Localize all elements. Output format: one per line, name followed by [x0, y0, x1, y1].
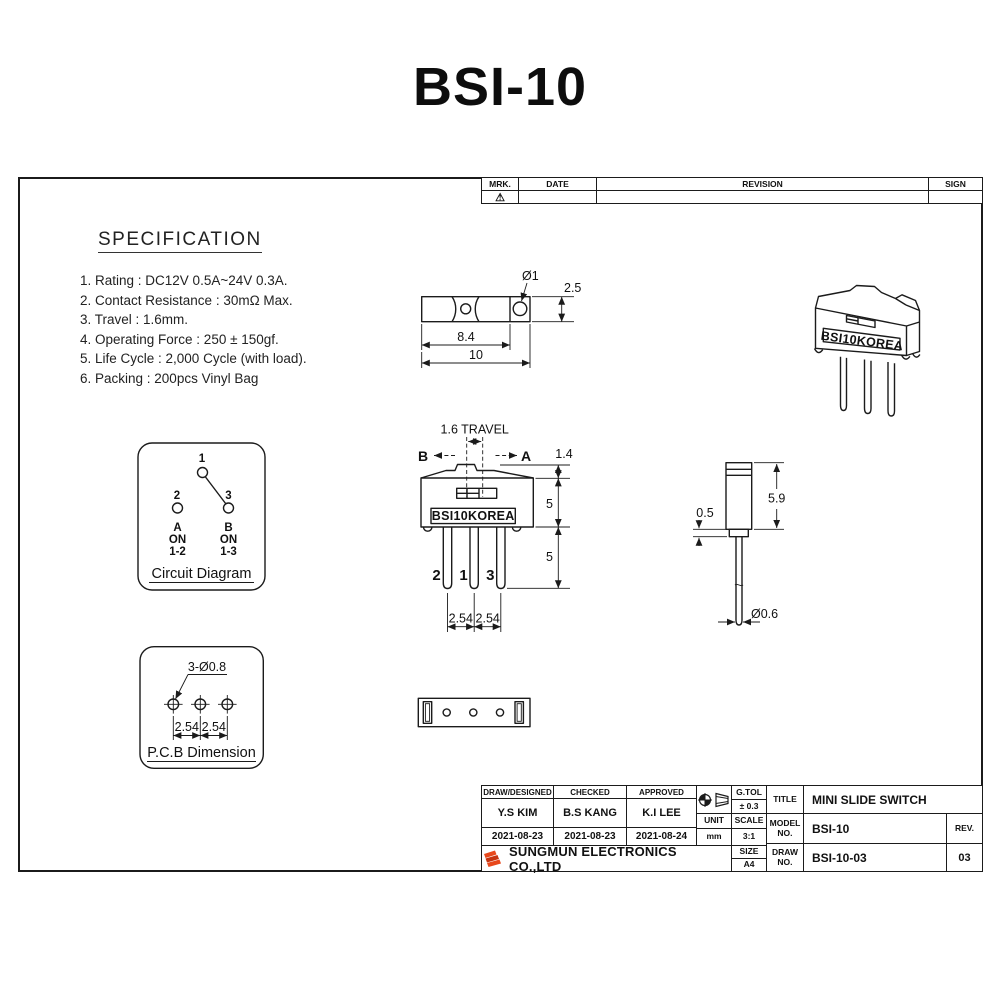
label-draw-no: DRAW NO. — [766, 843, 804, 872]
value-size: A4 — [731, 858, 767, 872]
terminal-2-label: 2 — [174, 490, 180, 502]
projection-symbol-icon — [698, 792, 729, 807]
revision-table: MRK. DATE REVISION SIGN ⚠ — [481, 177, 983, 204]
dim-body-height: 5 — [546, 497, 553, 511]
revision-mark-symbol: ⚠ — [481, 190, 519, 204]
pin-label-1: 1 — [459, 567, 467, 584]
pos-a-contacts: 1-2 — [169, 546, 186, 558]
dim-travel: 1.6 TRAVEL — [441, 423, 509, 437]
spec-item: 5. Life Cycle : 2,000 Cycle (with load). — [80, 351, 307, 366]
dim-boss-height: 0.5 — [696, 506, 713, 520]
label-size: SIZE — [731, 845, 767, 859]
label-direction-a: A — [521, 448, 531, 464]
name-checked: B.S KANG — [553, 798, 627, 828]
spec-item: 6. Packing : 200pcs Vinyl Bag — [80, 370, 259, 386]
value-draw-no: BSI-10-03 — [803, 843, 947, 872]
value-rev: 03 — [946, 843, 983, 872]
revision-header-revision: REVISION — [596, 177, 929, 191]
label-scale: SCALE — [731, 813, 767, 829]
pos-b-on: ON — [220, 534, 237, 546]
spec-item: 4. Operating Force : 250 ± 150gf. — [80, 331, 279, 347]
label-unit: UNIT — [696, 813, 732, 829]
spec-item: 3. Travel : 1.6mm. — [80, 312, 189, 327]
dim-side-height: 5.9 — [768, 492, 785, 506]
dim-top-inner-width: 8.4 — [457, 330, 474, 344]
value-unit: mm — [696, 828, 732, 846]
company-logo — [484, 850, 501, 867]
revision-date-cell — [518, 190, 597, 204]
title-block: DRAW/DESIGNED CHECKED APPROVED Y.S KIM B… — [481, 785, 983, 874]
dim-top-height: 2.5 — [564, 281, 581, 295]
page-title: BSI-10 — [412, 57, 588, 117]
top-view-drawing: Ø1 2.5 8.4 10 — [421, 269, 581, 368]
bottom-view-drawing — [417, 697, 531, 728]
label-direction-b: B — [418, 448, 428, 464]
company-cell: SUNGMUN ELECTRONICS CO.,LTD — [481, 843, 732, 874]
label-draw-designed: DRAW/DESIGNED — [481, 785, 554, 799]
dim-pitch-right: 2.54 — [476, 612, 500, 626]
company-name: SUNGMUN ELECTRONICS CO.,LTD — [509, 843, 677, 874]
label-checked: CHECKED — [553, 785, 627, 799]
specification-section: SPECIFICATION 1. Rating : DC12V 0.5A~24V… — [80, 229, 420, 388]
revision-header-date: DATE — [518, 177, 597, 191]
pos-b-letter: B — [224, 522, 232, 534]
dim-top-total-width: 10 — [469, 348, 483, 362]
pcb-hole-callout: 3-Ø0.8 — [188, 660, 226, 674]
value-title: MINI SLIDE SWITCH — [803, 785, 983, 814]
pcb-dimension-box: 3-Ø0.8 2.54 2.54 P.C.B Dimension — [139, 646, 265, 770]
dim-pin-dia: Ø0.6 — [751, 607, 778, 621]
label-title: TITLE — [766, 785, 804, 814]
revision-header-mrk: MRK. — [481, 177, 519, 191]
dim-pin-length: 5 — [546, 550, 553, 564]
revision-text-cell — [596, 190, 929, 204]
circuit-caption: Circuit Diagram — [152, 566, 252, 582]
pin-label-3: 3 — [486, 567, 494, 584]
value-model-no: BSI-10 — [803, 813, 947, 844]
pos-a-on: ON — [169, 534, 186, 546]
name-draw-designed: Y.S KIM — [481, 798, 554, 828]
terminal-3-label: 3 — [225, 490, 231, 502]
value-scale: 3:1 — [731, 828, 767, 846]
pcb-pitch-left: 2.54 — [175, 720, 199, 734]
label-gtol: G.TOL — [731, 785, 767, 800]
specification-heading: SPECIFICATION — [98, 229, 262, 253]
label-approved: APPROVED — [626, 785, 697, 799]
projection-symbol-cell — [696, 785, 732, 814]
pos-a-letter: A — [173, 522, 181, 534]
revision-sign-cell — [928, 190, 983, 204]
dim-knob-height: 1.4 — [555, 447, 572, 461]
drawing-frame: MRK. DATE REVISION SIGN ⚠ SPECIFICATION … — [18, 177, 983, 874]
front-view-drawing: 1.6 TRAVEL B A BSI10KOREA — [418, 423, 573, 632]
circuit-diagram-box: 1 2 3 A ON 1-2 B ON 1-3 Circuit Diagram — [137, 442, 266, 591]
name-approved: K.I LEE — [626, 798, 697, 828]
terminal-1-label: 1 — [199, 453, 206, 465]
revision-header-sign: SIGN — [928, 177, 983, 191]
specification-list: 1. Rating : DC12V 0.5A~24V 0.3A. 2. Cont… — [80, 271, 420, 388]
dim-hole-dia: Ø1 — [522, 269, 539, 283]
pos-b-contacts: 1-3 — [220, 546, 237, 558]
label-model-no: MODEL NO. — [766, 813, 804, 844]
pin-label-2: 2 — [432, 567, 440, 584]
spec-item: 2. Contact Resistance : 30mΩ Max. — [80, 292, 293, 308]
value-gtol: ± 0.3 — [731, 799, 767, 814]
spec-item: 1. Rating : DC12V 0.5A~24V 0.3A. — [80, 273, 288, 288]
side-view-drawing: 5.9 0.5 Ø0.6 — [693, 462, 785, 626]
front-brand-label: BSI10KOREA — [432, 509, 515, 523]
pcb-pitch-right: 2.54 — [202, 720, 226, 734]
label-rev: REV. — [946, 813, 983, 844]
dim-pitch-left: 2.54 — [449, 612, 473, 626]
pcb-holes — [164, 695, 237, 714]
pcb-caption: P.C.B Dimension — [147, 745, 256, 761]
